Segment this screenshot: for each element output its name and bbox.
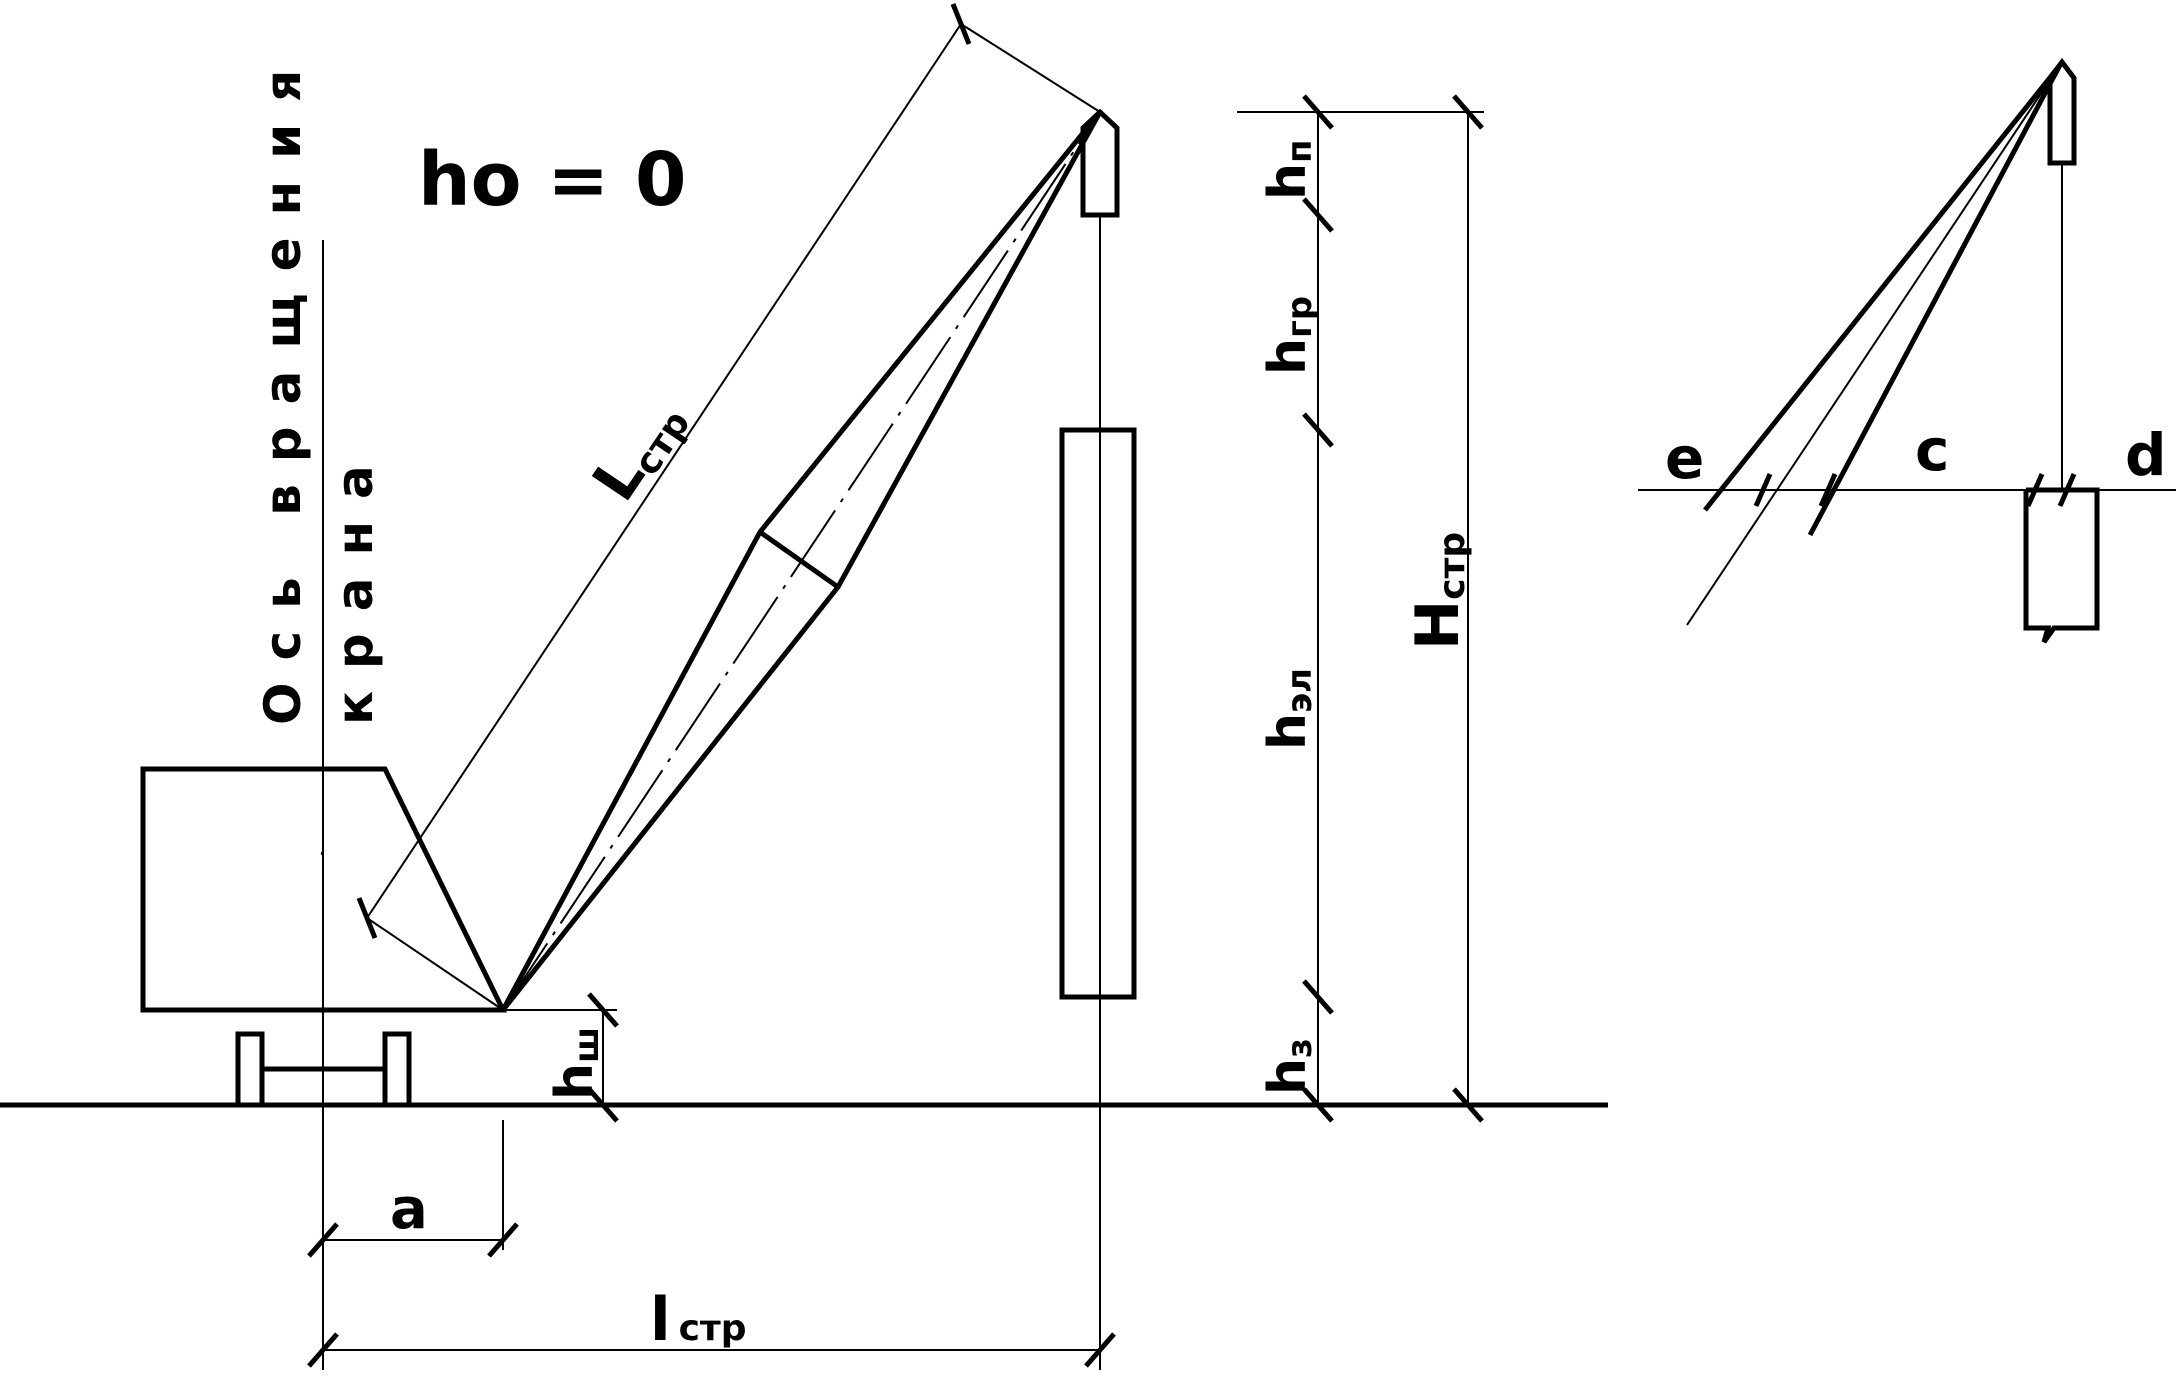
detail-view: e c d [1638,57,2176,644]
cab-center-mark [321,852,324,855]
rotation-axis-label: Ось вращения крана [254,48,384,725]
formula-label: hо = 0 [418,137,687,223]
vertical-dimension-chain [1237,94,1484,1123]
detail-hook-block [2047,57,2077,166]
crane-boom [500,110,1103,1012]
h-gr-label: hгр [1258,296,1320,375]
boom-length-dimension [356,3,1101,1011]
H-str-label: Hстр [1403,532,1473,650]
h-z-label: hз [1258,1038,1320,1095]
axis-label-line2: крана [326,443,384,725]
detail-boom-inner [1807,63,2063,537]
lifted-element [1059,427,1137,1000]
h-el-label: hэл [1258,668,1320,750]
detail-element [2023,487,2100,644]
a-dimension [307,1120,519,1258]
hook-block [1080,108,1120,218]
hinge-height-dimension [503,992,619,1123]
detail-d-label: d [2125,421,2167,489]
axis-label-line1: Ось вращения [254,48,312,725]
detail-c-label: c [1915,416,1949,484]
reach-dimension [307,1332,1116,1368]
detail-boom-axis [1686,64,2061,626]
h-sh-label: hш [545,1027,607,1100]
a-label: a [390,1177,428,1242]
detail-boom-outer [1703,63,2062,512]
detail-e-label: e [1665,424,1704,492]
h-n-label: hп [1258,139,1320,200]
boom-length-label: Lстр [579,386,698,514]
crane-track [235,1031,412,1108]
